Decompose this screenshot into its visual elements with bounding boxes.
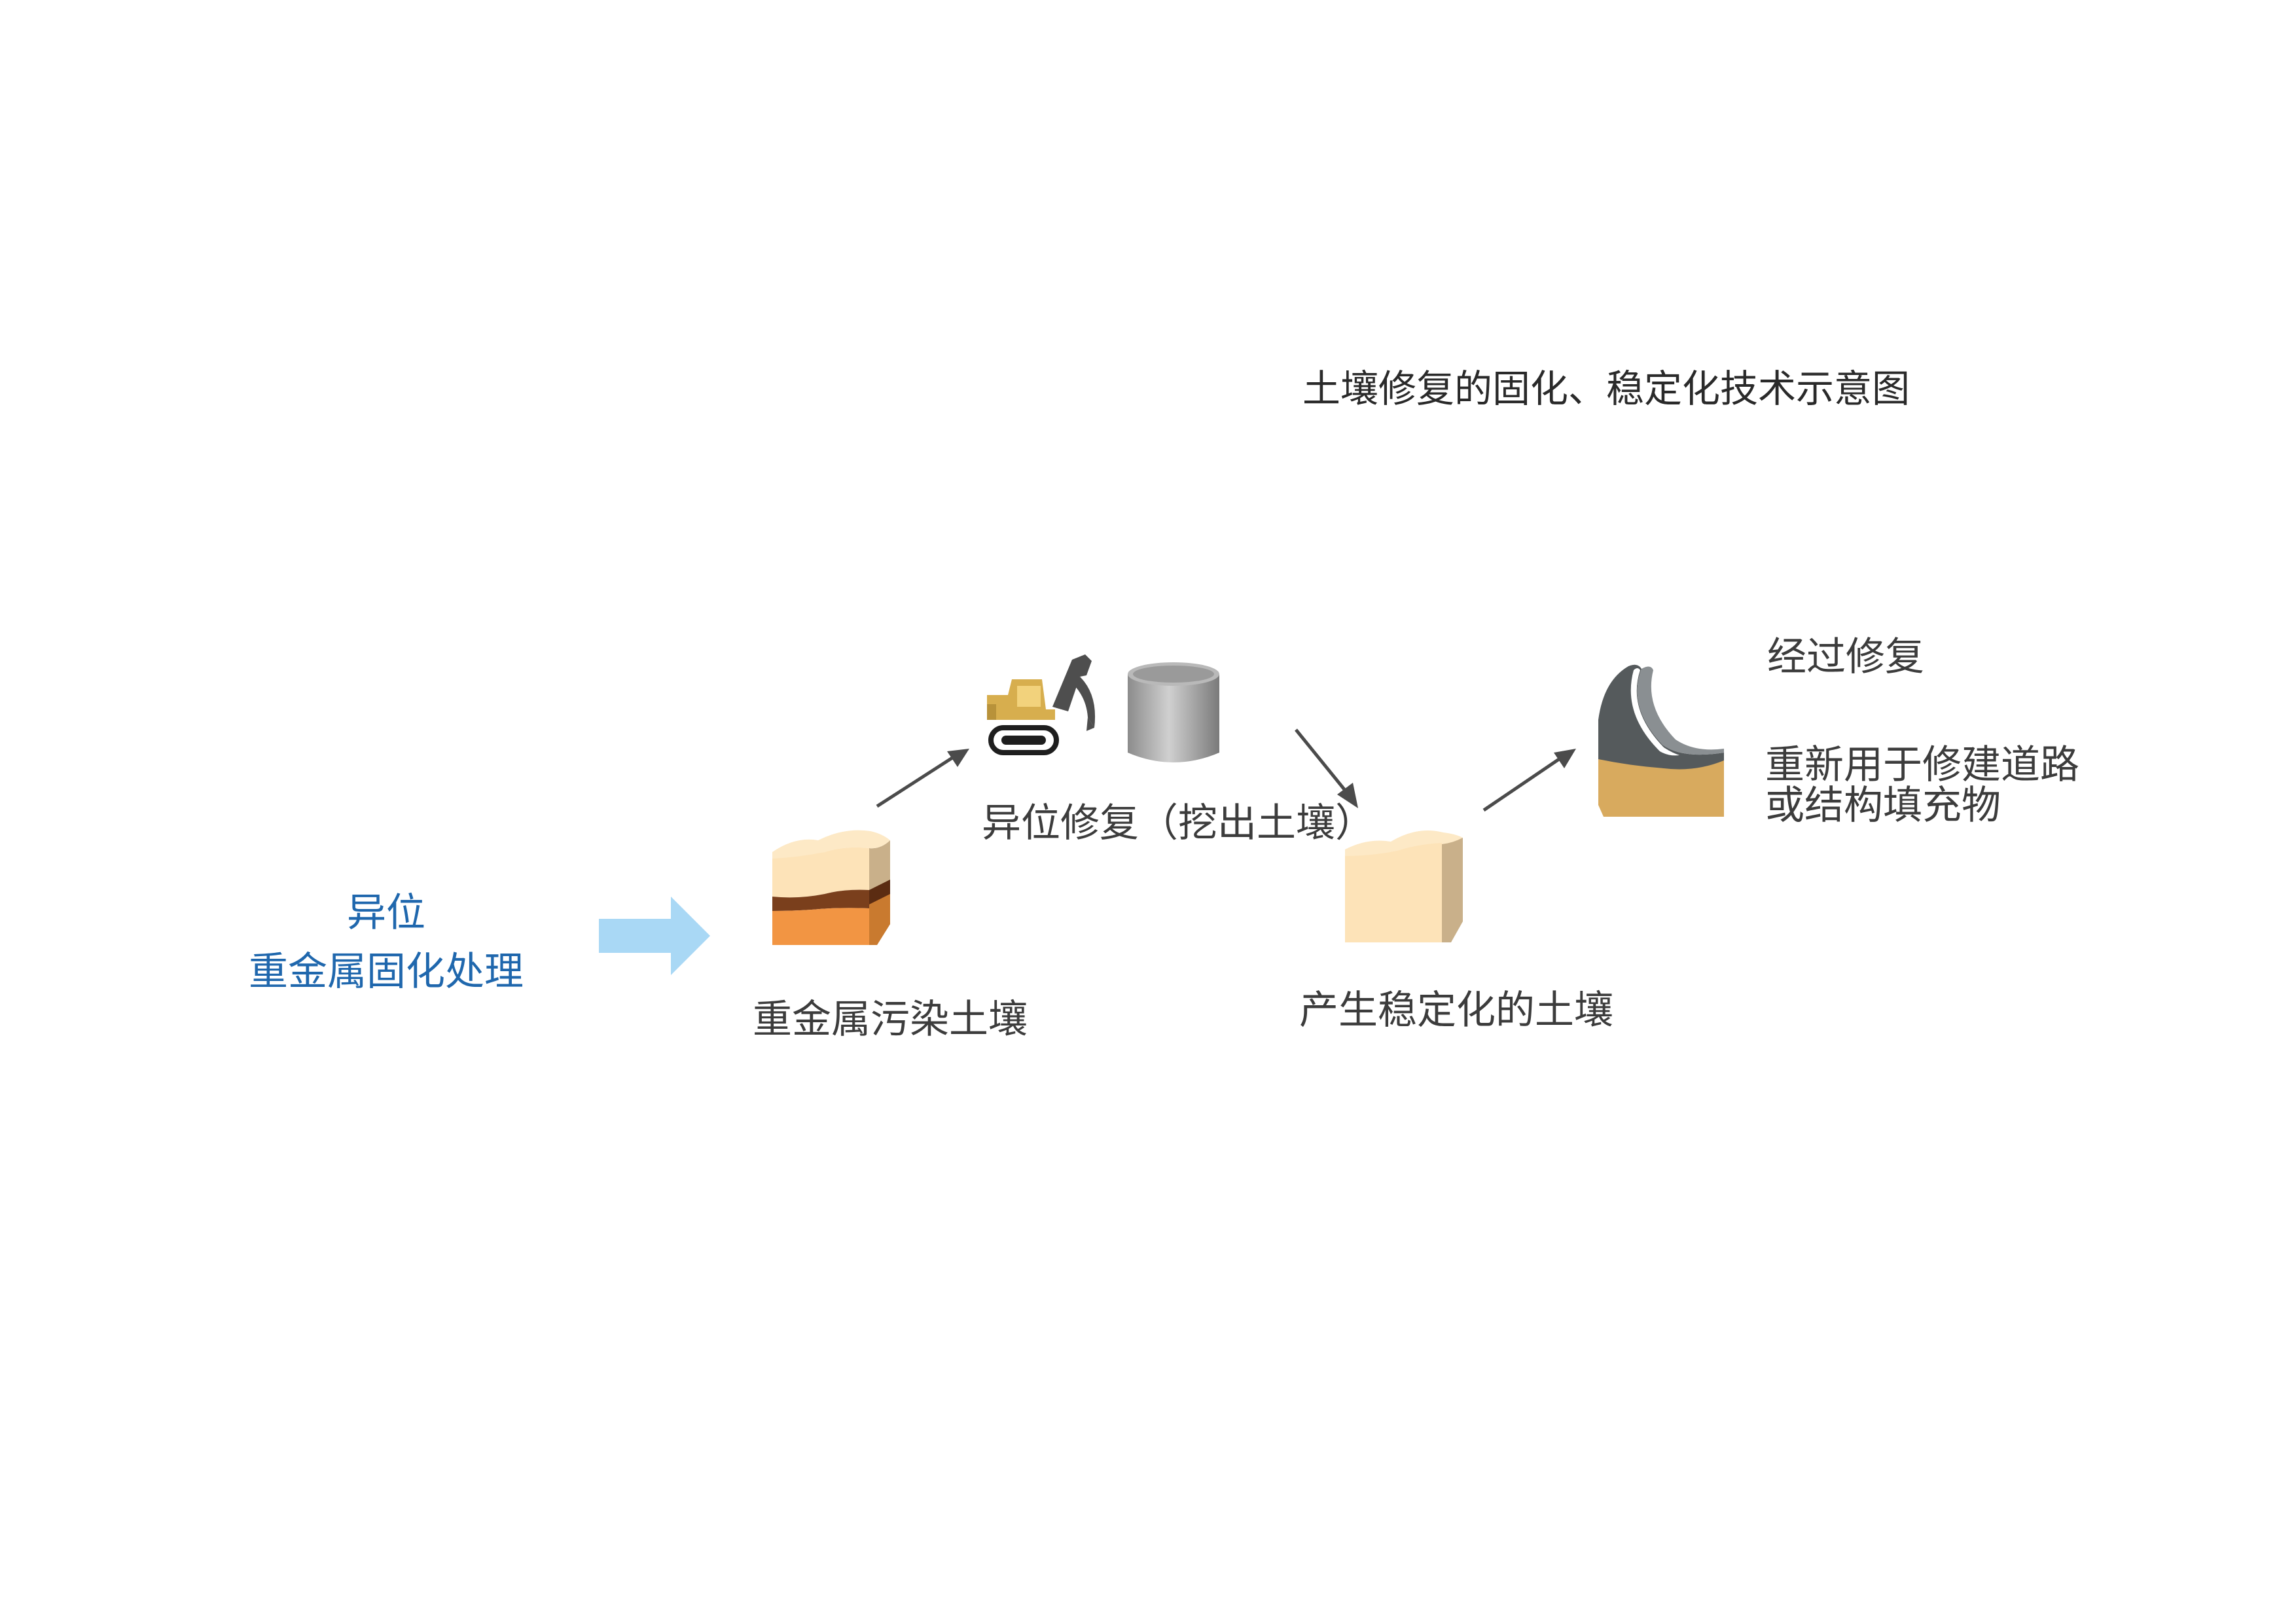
reuse-label-line1: 重新用于修建道路 bbox=[1765, 742, 2079, 788]
reuse-label: 重新用于修建道路 或结构填充物 bbox=[1765, 745, 2079, 826]
stabilized-soil-block-icon bbox=[1345, 830, 1463, 942]
stabilized-soil-label: 产生稳定化的土壤 bbox=[1299, 988, 1613, 1033]
road-on-soil-icon bbox=[1598, 664, 1724, 817]
excavator-icon bbox=[987, 654, 1096, 755]
thin-arrow-icon bbox=[1295, 728, 1358, 808]
ex-situ-remediation-label: 异位修复（挖出土壤） bbox=[982, 800, 1374, 846]
thin-arrow-icon bbox=[876, 749, 969, 808]
process-label-line1: 异位 bbox=[347, 890, 425, 936]
thin-arrow-icon bbox=[1482, 749, 1576, 812]
thick-right-arrow-icon bbox=[599, 897, 710, 975]
process-label: 异位 重金属固化处理 bbox=[249, 883, 524, 1001]
diagram-title: 土壤修复的固化、稳定化技术示意图 bbox=[1302, 366, 1910, 411]
layered-soil-block-icon bbox=[772, 830, 890, 945]
treatment-drum-icon bbox=[1128, 662, 1219, 762]
after-remediation-label: 经过修复 bbox=[1767, 634, 1924, 680]
contaminated-soil-label: 重金属污染土壤 bbox=[753, 997, 1028, 1043]
process-label-line2: 重金属固化处理 bbox=[249, 949, 524, 995]
reuse-label-line2: 或结构填充物 bbox=[1765, 783, 2001, 829]
